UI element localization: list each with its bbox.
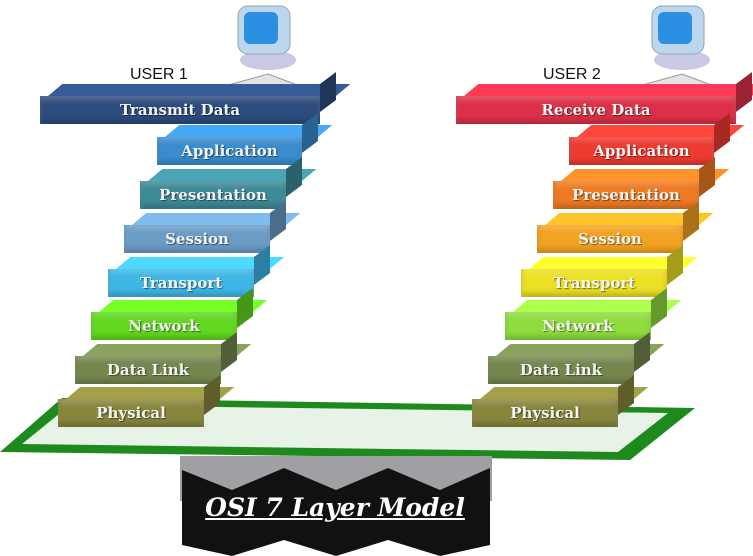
layer-label: Network	[505, 312, 651, 340]
layer-label: Transport	[108, 269, 254, 297]
layer-label: Transport	[521, 269, 667, 297]
user2-layer-data-link: Data Link	[488, 331, 665, 384]
user1-label: USER 1	[130, 66, 188, 83]
layer-label: Network	[91, 312, 237, 340]
user2-label: USER 2	[543, 66, 601, 83]
layer-label: Data Link	[75, 356, 221, 384]
layer-label: Session	[124, 225, 270, 253]
layer-label: Application	[569, 137, 714, 165]
user1-layer-transport: Transport	[108, 244, 285, 297]
user2-layer-session: Session	[537, 200, 714, 253]
user2-layer-transport: Transport	[521, 244, 698, 297]
layer-label: Transmit Data	[40, 96, 320, 124]
computer-icon-user1	[208, 5, 302, 105]
title-banner	[182, 468, 490, 556]
user2-layer-presentation: Presentation	[553, 156, 730, 209]
layer-label: Physical	[58, 399, 204, 427]
user1-layer-data-link: Data Link	[75, 331, 252, 384]
layer-label: Presentation	[140, 181, 286, 209]
layer-label: Receive Data	[456, 96, 736, 124]
user1-layer-transmit-data: Transmit Data	[40, 71, 351, 124]
layer-top-face	[48, 84, 351, 96]
user1-layer-network: Network	[91, 287, 268, 340]
layer-top-face	[464, 84, 753, 96]
user1-layer-physical: Physical	[58, 374, 235, 427]
layer-label: Application	[157, 137, 302, 165]
user1-layer-application: Application	[157, 112, 333, 165]
user2-layer-application: Application	[569, 112, 745, 165]
user1-layer-session: Session	[124, 200, 301, 253]
user2-layer-physical: Physical	[472, 374, 649, 427]
layer-label: Presentation	[553, 181, 699, 209]
user2-layer-receive-data: Receive Data	[456, 71, 753, 124]
user1-layer-presentation: Presentation	[140, 156, 317, 209]
user2-layer-network: Network	[505, 287, 682, 340]
diagram-title: OSI 7 Layer Model	[205, 493, 465, 522]
layer-label: Physical	[472, 399, 618, 427]
layer-label: Data Link	[488, 356, 634, 384]
layer-label: Session	[537, 225, 683, 253]
